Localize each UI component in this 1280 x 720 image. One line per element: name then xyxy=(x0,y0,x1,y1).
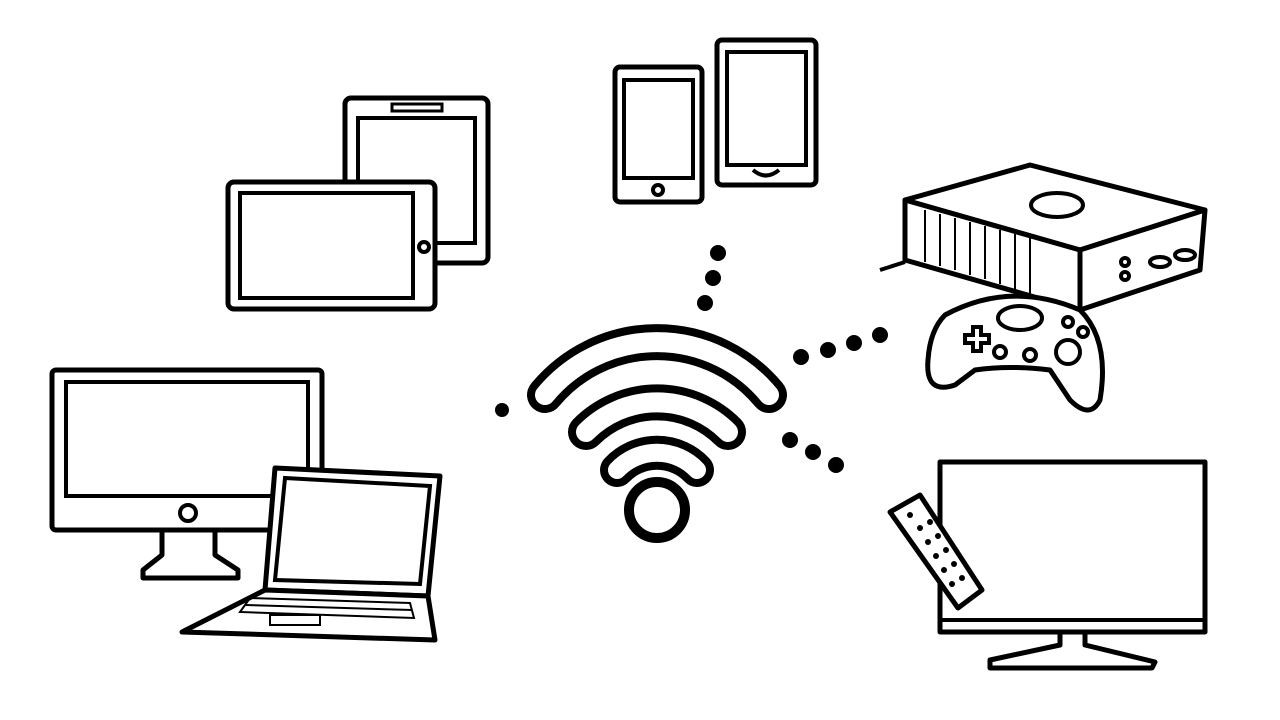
laptop-icon xyxy=(179,465,443,643)
remote-control-icon xyxy=(887,492,985,611)
tv-icon xyxy=(937,459,1208,671)
game-console-icon xyxy=(879,162,1208,313)
tablet-icon xyxy=(225,95,491,312)
smartphone-icon xyxy=(612,37,819,205)
gamepad-icon xyxy=(925,293,1105,413)
desktop-monitor-icon xyxy=(49,367,325,581)
signal-dots xyxy=(495,245,888,473)
wifi-icon xyxy=(527,324,787,543)
